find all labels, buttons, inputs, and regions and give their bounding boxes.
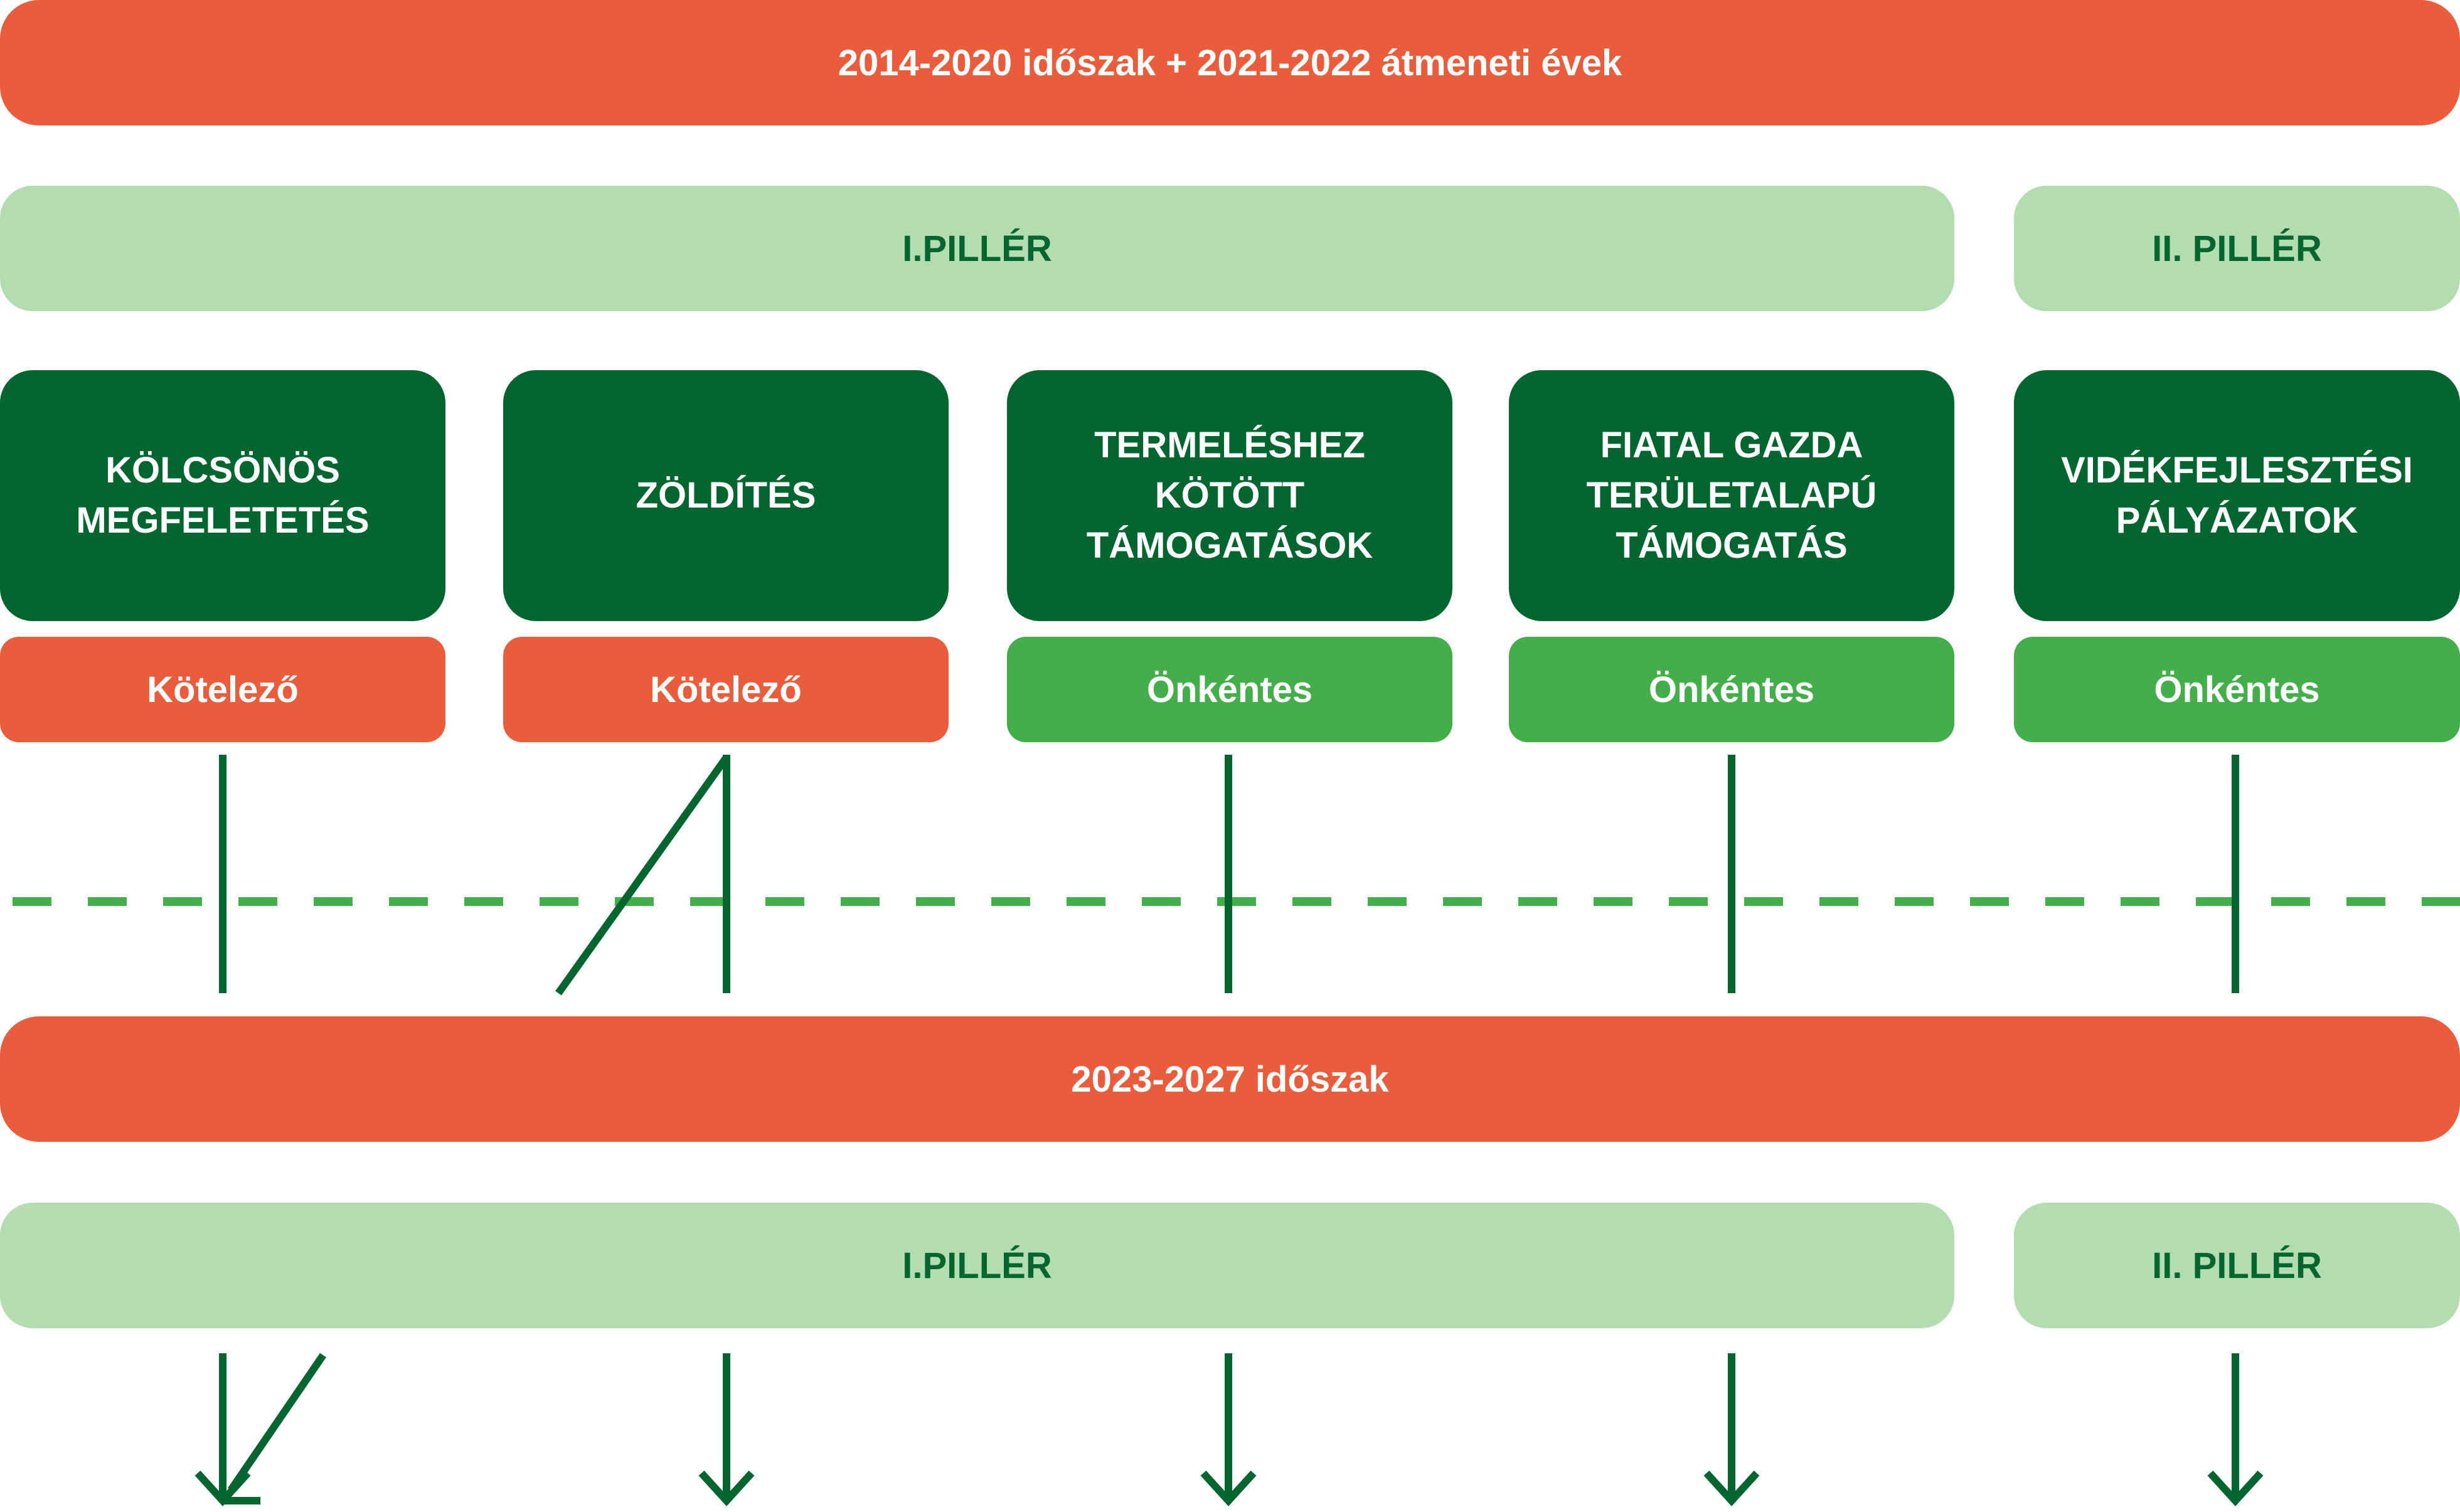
status-badge-mandatory: Kötelező <box>503 637 949 742</box>
status-badge-voluntary: Önkéntes <box>1509 637 1954 742</box>
down-arrow-icon <box>1703 1353 1760 1506</box>
measure-rural-development: VIDÉKFEJLESZTÉSI PÁLYÁZATOK <box>2014 370 2460 621</box>
pillar-one-footer: I.PILLÉR <box>0 1203 1954 1328</box>
pillar-label: I.PILLÉR <box>902 1245 1052 1286</box>
status-label: Önkéntes <box>2154 669 2320 710</box>
status-label: Kötelező <box>147 669 299 710</box>
pillar-label: II. PILLÉR <box>2152 1245 2322 1286</box>
period-label: 2014-2020 időszak + 2021-2022 átmeneti é… <box>838 42 1622 83</box>
pillar-label: II. PILLÉR <box>2152 228 2322 269</box>
measure-coupled-support: TERMELÉSHEZ KÖTÖTT TÁMOGATÁSOK <box>1007 370 1452 621</box>
down-arrow-icon <box>1200 1353 1257 1506</box>
status-label: Kötelező <box>650 669 802 710</box>
down-arrow-icon <box>698 1353 755 1506</box>
measure-greening: ZÖLDÍTÉS <box>503 370 949 621</box>
pillar-one-header: I.PILLÉR <box>0 186 1954 311</box>
measure-label: TERMELÉSHEZ KÖTÖTT TÁMOGATÁSOK <box>1086 425 1373 566</box>
pillar-two-header: II. PILLÉR <box>2014 186 2460 311</box>
measure-label: ZÖLDÍTÉS <box>636 475 816 516</box>
status-badge-voluntary: Önkéntes <box>2014 637 2460 742</box>
measure-label: VIDÉKFEJLESZTÉSI PÁLYÁZATOK <box>2061 450 2413 541</box>
measure-label: FIATAL GAZDA TERÜLETALAPÚ TÁMOGATÁS <box>1586 425 1877 566</box>
measure-young-farmer: FIATAL GAZDA TERÜLETALAPÚ TÁMOGATÁS <box>1509 370 1954 621</box>
down-arrow-icon <box>194 1353 326 1506</box>
pillar-label: I.PILLÉR <box>902 228 1052 269</box>
status-badge-voluntary: Önkéntes <box>1007 637 1452 742</box>
down-arrow-icon <box>2207 1353 2264 1506</box>
status-label: Önkéntes <box>1146 669 1313 710</box>
measure-cross-compliance: KÖLCSÖNÖS MEGFELETETÉS <box>0 370 445 621</box>
connector-diagonal-greening <box>555 755 730 996</box>
period-bar-2023-2027: 2023-2027 időszak <box>0 1016 2460 1142</box>
pillar-two-footer: II. PILLÉR <box>2014 1203 2460 1328</box>
status-label: Önkéntes <box>1648 669 1815 710</box>
period-bar-2014-2022: 2014-2020 időszak + 2021-2022 átmeneti é… <box>0 0 2460 125</box>
period-label: 2023-2027 időszak <box>1071 1058 1389 1100</box>
measure-label: KÖLCSÖNÖS MEGFELETETÉS <box>76 450 370 541</box>
status-badge-mandatory: Kötelező <box>0 637 445 742</box>
